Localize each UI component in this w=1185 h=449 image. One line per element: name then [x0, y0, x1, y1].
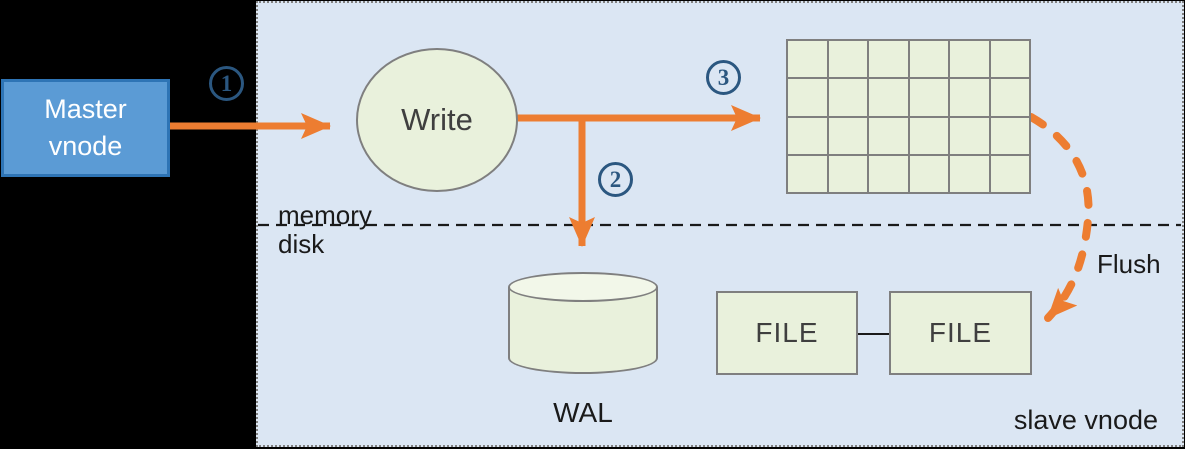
step-badge-1: 1	[209, 66, 244, 101]
step-number: 1	[220, 71, 233, 96]
grid-cell	[788, 41, 827, 78]
file-box-2: FILE	[889, 291, 1032, 375]
master-vnode-label: Master vnode	[44, 94, 127, 161]
grid-cell	[909, 79, 948, 116]
grid-cell	[828, 79, 867, 116]
memory-label: memory	[278, 200, 372, 230]
grid-cell	[909, 155, 948, 192]
grid-cell	[869, 79, 908, 116]
grid-cell	[990, 41, 1029, 78]
step-badge-3: 3	[706, 60, 741, 95]
grid-cell	[909, 41, 948, 78]
grid-cell	[828, 41, 867, 78]
slave-vnode-label: slave vnode	[1013, 405, 1158, 435]
step-badge-2: 2	[598, 162, 633, 197]
file-label: FILE	[755, 317, 819, 348]
memory-buffer-grid	[786, 39, 1031, 194]
grid-cell	[788, 155, 827, 192]
grid-cell	[950, 79, 989, 116]
grid-cell	[909, 117, 948, 154]
file-box-1: FILE	[716, 291, 858, 375]
grid-cell	[828, 155, 867, 192]
file-label: FILE	[928, 317, 993, 348]
write-label: Write	[401, 102, 473, 137]
write-circle: Write	[356, 48, 518, 192]
grid-cell	[869, 117, 908, 154]
grid-cell	[828, 117, 867, 154]
grid-cell	[990, 117, 1029, 154]
grid-cell	[869, 41, 908, 78]
wal-cylinder	[508, 272, 658, 374]
grid-cell	[950, 155, 989, 192]
disk-label: disk	[278, 229, 325, 259]
wal-label: WAL	[553, 397, 613, 428]
grid-cell	[788, 79, 827, 116]
master-vnode-box: Master vnode	[1, 79, 170, 177]
grid-cell	[990, 155, 1029, 192]
grid-cell	[788, 117, 827, 154]
step-number: 3	[717, 65, 730, 90]
grid-cell	[990, 79, 1029, 116]
grid-cell	[869, 155, 908, 192]
grid-cell	[950, 41, 989, 78]
wal-cylinder-top	[508, 272, 658, 302]
step-number: 2	[609, 167, 622, 192]
grid-cell	[950, 117, 989, 154]
flush-label: Flush	[1097, 249, 1161, 279]
